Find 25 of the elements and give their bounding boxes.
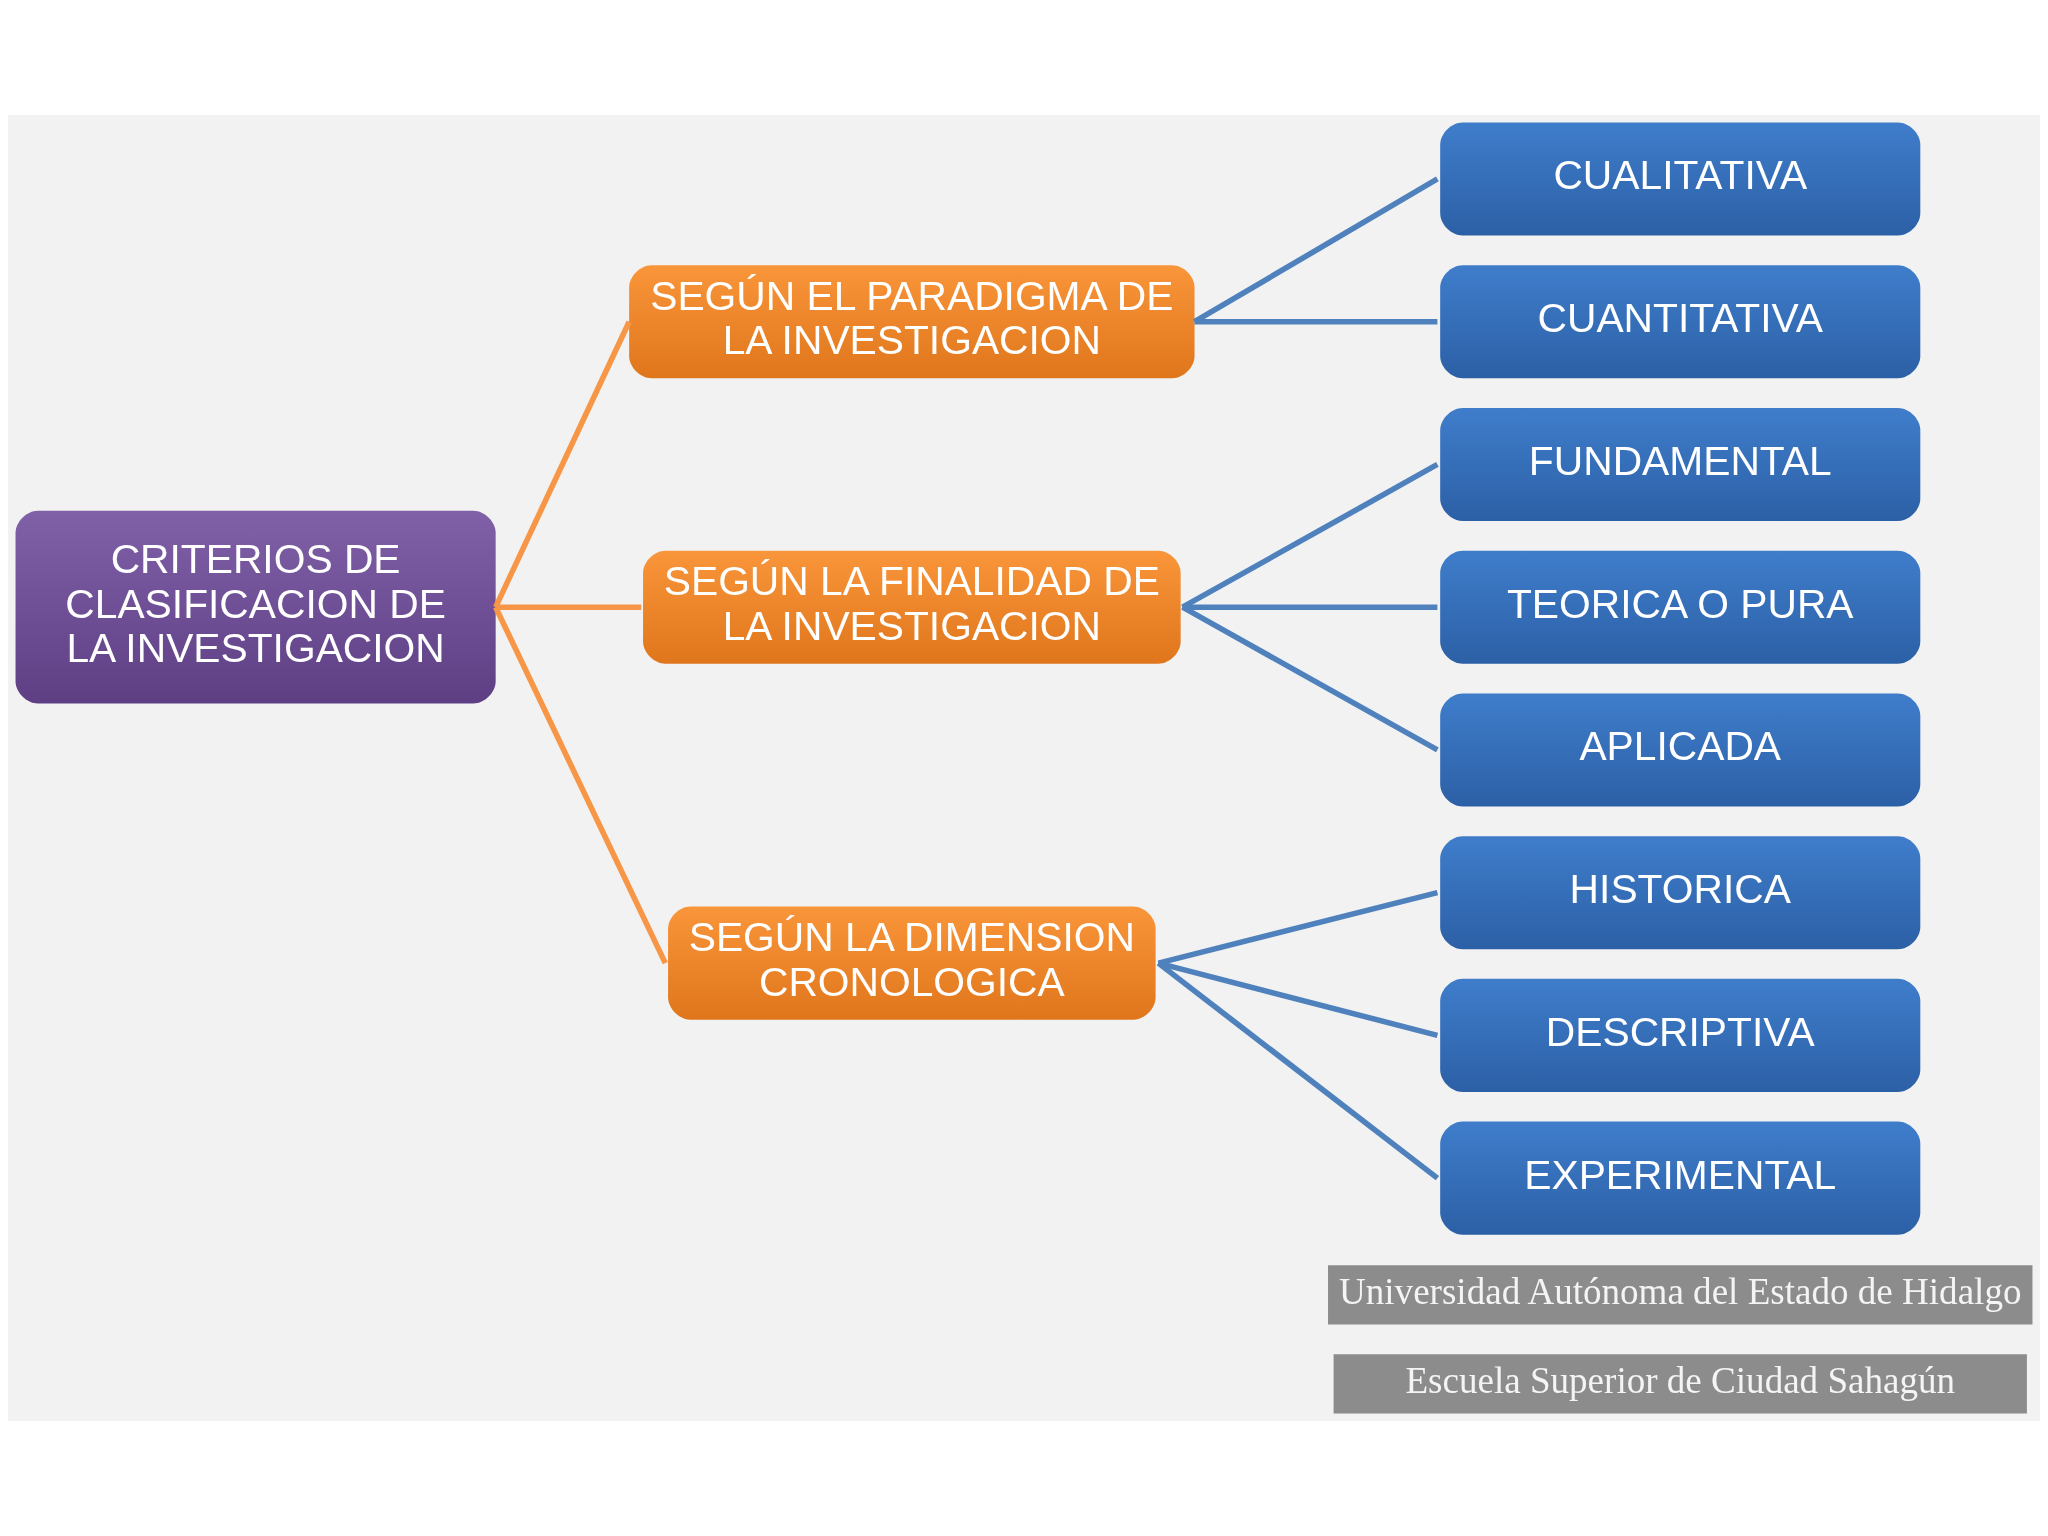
connector bbox=[1156, 960, 1440, 1181]
connector bbox=[1157, 960, 1439, 1039]
node-box: EXPERIMENTAL bbox=[1440, 1121, 1921, 1235]
connector bbox=[1157, 889, 1439, 966]
connector bbox=[495, 604, 642, 610]
node-box: SEGÚN LA FINALIDAD DE LA INVESTIGACION bbox=[643, 550, 1181, 664]
node-box: CRITERIOS DE CLASIFICACION DE LA INVESTIGACION bbox=[15, 510, 496, 704]
connector bbox=[493, 320, 632, 609]
label: Universidad Autónoma del Estado de Hidalgo bbox=[1339, 1271, 2022, 1313]
label: Escuela Superior de Ciudad Sahagún bbox=[1405, 1360, 1956, 1402]
connector bbox=[493, 606, 668, 965]
connector bbox=[1182, 604, 1438, 610]
node-box: SEGÚN LA DIMENSION CRONOLOGICA bbox=[668, 906, 1156, 1020]
node-box: FUNDAMENTAL bbox=[1440, 407, 1921, 521]
node-box: SEGÚN EL PARADIGMA DE LA INVESTIGACION bbox=[629, 265, 1195, 379]
connector bbox=[1181, 462, 1439, 610]
connector bbox=[1181, 604, 1439, 753]
node-box: CUANTITATIVA bbox=[1440, 265, 1921, 379]
node-box: TEORICA O PURA bbox=[1440, 550, 1921, 664]
node-box: APLICADA bbox=[1440, 693, 1921, 807]
connector bbox=[1193, 176, 1439, 325]
node-box: DESCRIPTIVA bbox=[1440, 978, 1921, 1092]
node-box: CUALITATIVA bbox=[1440, 122, 1921, 236]
connector bbox=[1194, 318, 1438, 325]
node-box: HISTORICA bbox=[1440, 836, 1921, 950]
